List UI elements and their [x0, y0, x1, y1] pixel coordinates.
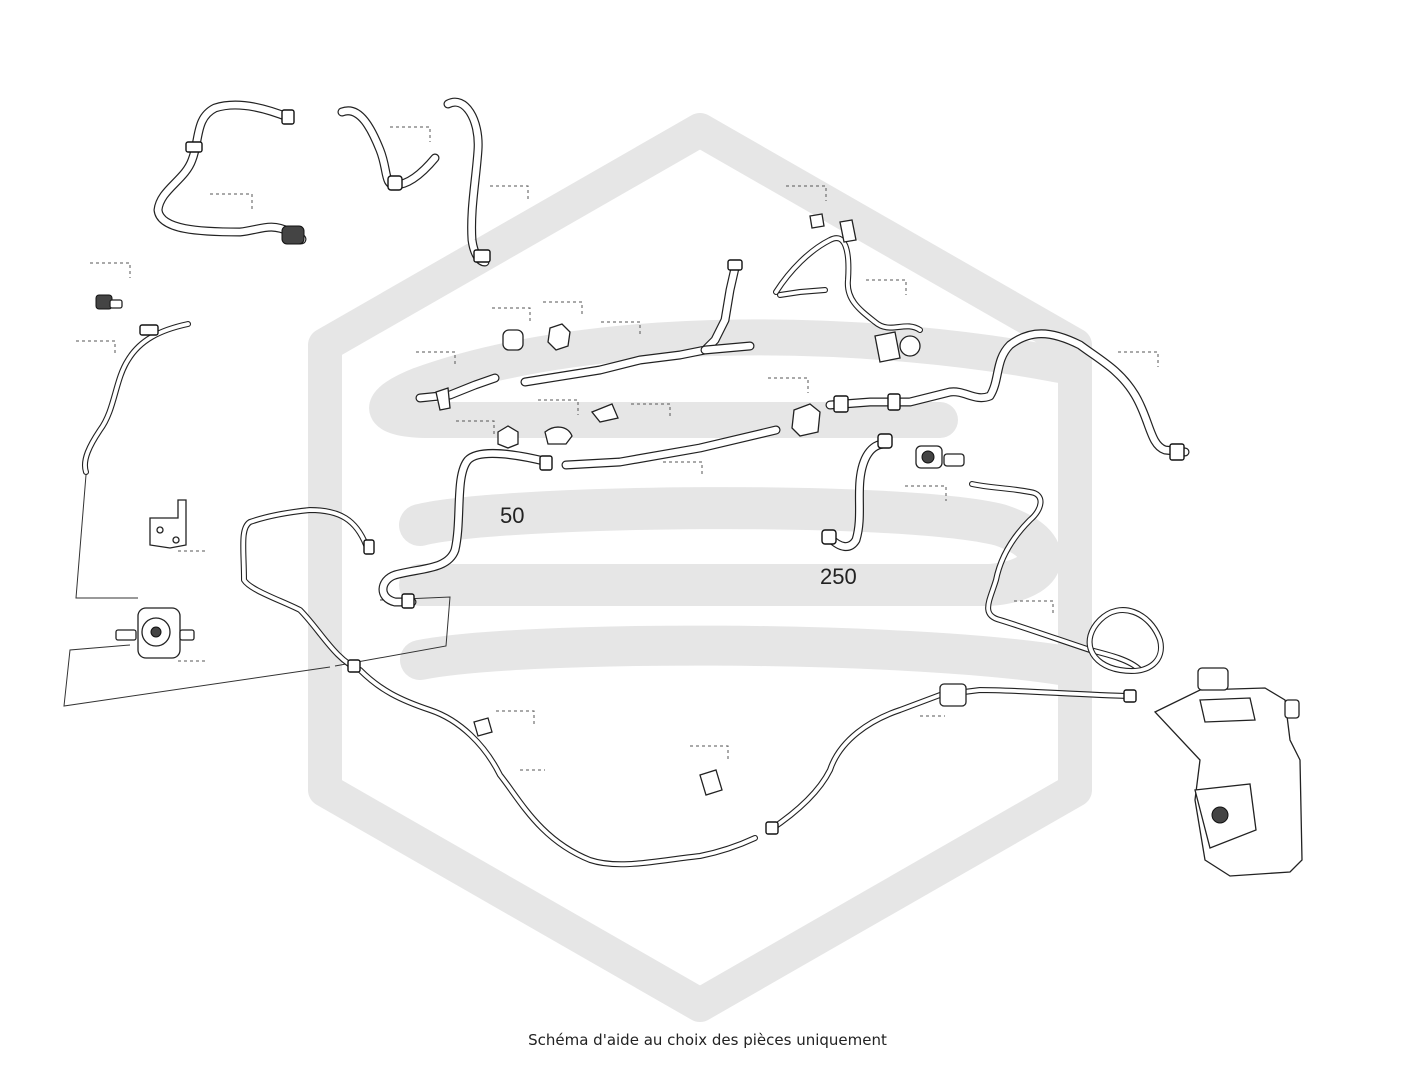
diagram-caption: Schéma d'aide au choix des pièces unique…: [528, 1031, 887, 1049]
valve-right: [915, 445, 965, 469]
hose-50: [378, 449, 553, 609]
hose-long-thin-left: [240, 507, 758, 868]
small-parts: [497, 213, 825, 449]
callout-250: 250: [820, 564, 857, 589]
callout-50: 50: [500, 503, 524, 528]
pipe-straight: [561, 425, 781, 470]
hose-upper-right: [773, 219, 923, 363]
hose-top-vertical: [443, 97, 491, 267]
hose-long-lower-right: [765, 683, 1137, 835]
leader-lines: [63, 474, 451, 707]
expansion-tank: [1153, 667, 1303, 877]
pipe-small-left: [415, 373, 500, 411]
hose-top-left: [153, 100, 307, 245]
hose-top-middle: [337, 106, 440, 191]
hose-left-vertical: [82, 321, 191, 475]
water-pump: [115, 607, 195, 659]
sensor-left: [95, 294, 123, 310]
hose-right-mid: [791, 329, 1190, 461]
leader-boxes: [76, 126, 1159, 771]
central-pipe: [520, 259, 755, 387]
hose-250: [821, 433, 893, 551]
bracket-left: [149, 499, 187, 549]
hose-thin-right: [969, 481, 1164, 674]
